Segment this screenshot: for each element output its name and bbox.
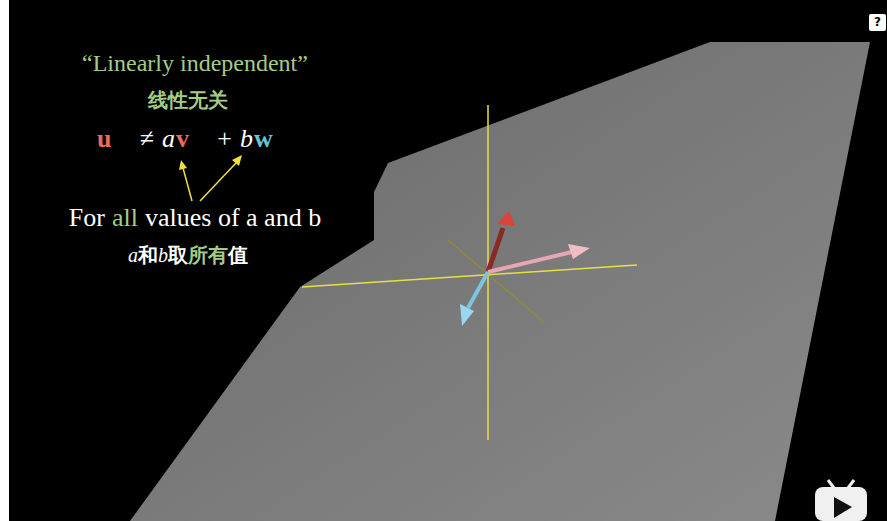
caption-text: 取 (168, 242, 188, 269)
vector-u (488, 228, 503, 272)
player-logo (815, 487, 867, 521)
text-line: a和b取所有值 (128, 242, 248, 269)
help-icon (869, 14, 886, 31)
caption-text: 值 (228, 242, 248, 269)
text-line: u⃗ ≠ av⃗ + bw⃗ (97, 124, 293, 154)
caption-text: 和 (138, 242, 158, 269)
caption-text: ≠ (140, 124, 154, 154)
player-logo-ear (828, 480, 834, 488)
caption-text: b (158, 244, 168, 267)
vector-w (468, 272, 488, 308)
caption-text: b (240, 124, 253, 154)
page-margin (0, 0, 9, 521)
vector-v-head (568, 244, 590, 259)
caption-text: a (162, 124, 175, 154)
vector-w-head (460, 304, 474, 326)
caption-text: 所有 (188, 242, 228, 269)
caption-text: a (128, 244, 138, 267)
help-icon-text: ? (869, 14, 886, 31)
caption-text: 线性无关 (148, 87, 228, 114)
caption-text: v⃗ (176, 124, 209, 154)
caption-text: For (69, 203, 105, 233)
player-play (834, 497, 852, 518)
text-line: Forall values of a and b (69, 203, 321, 233)
x-axis (302, 265, 637, 287)
text-line: “Linearly independent” (82, 50, 308, 77)
caption-text: values of a and b (145, 203, 321, 233)
player-logo-ear (848, 480, 854, 488)
vector-u-head (497, 211, 515, 226)
vector-v (488, 252, 572, 272)
leader-arrowhead (232, 155, 242, 166)
text-line: 线性无关 (148, 87, 228, 114)
leader-line (200, 163, 236, 201)
caption-text: all (112, 203, 138, 233)
caption-text: “Linearly independent” (82, 50, 308, 77)
caption-text: w⃗ (254, 124, 293, 154)
span-plane (130, 42, 870, 521)
caption-text: + (217, 124, 232, 154)
leader-arrowhead (179, 160, 187, 170)
caption-text: u⃗ (97, 124, 132, 154)
leader-line (183, 168, 192, 201)
